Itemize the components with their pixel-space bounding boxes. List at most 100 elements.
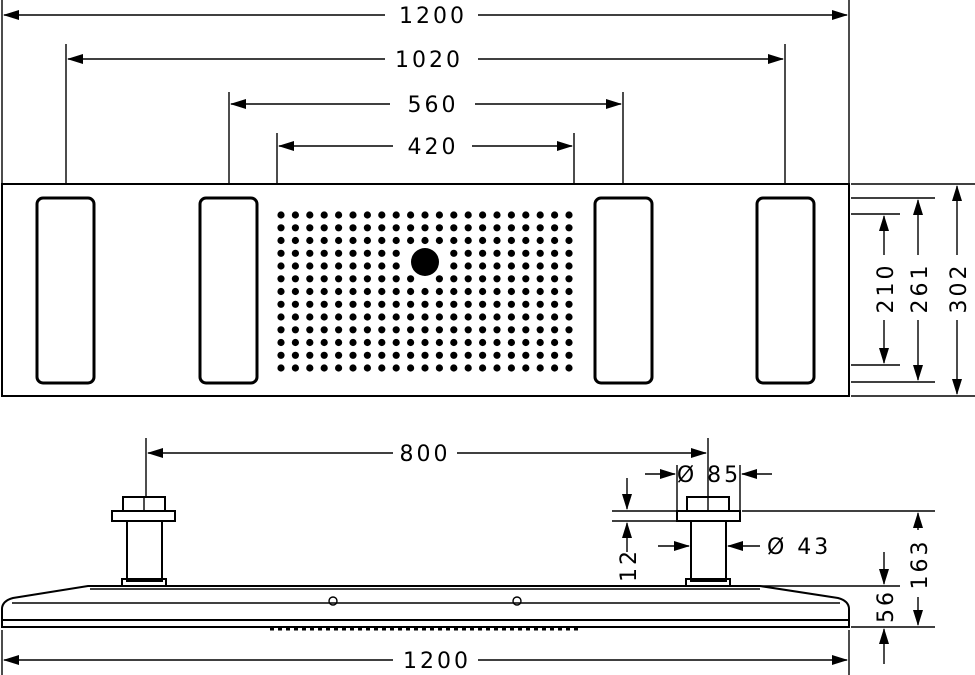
spray-nozzle — [363, 300, 371, 308]
spray-nozzle — [479, 275, 487, 283]
dim-arm-spacing: 800 — [400, 442, 451, 467]
spray-nozzle — [306, 275, 314, 283]
spray-nozzle — [435, 224, 443, 232]
spray-nozzle — [551, 262, 559, 270]
dim-flange-diameter: Ø 85 — [677, 463, 741, 488]
shower-body-outline — [1, 183, 850, 397]
spray-nozzle — [306, 262, 314, 270]
shower-body-side — [1, 585, 850, 628]
spray-nozzle — [363, 287, 371, 296]
spray-nozzle — [392, 326, 400, 334]
spray-nozzle — [407, 313, 415, 321]
spray-nozzle — [536, 351, 544, 359]
spray-nozzle — [479, 249, 487, 257]
spray-nozzle — [277, 287, 285, 296]
spray-nozzle — [407, 224, 415, 232]
spray-nozzle — [349, 262, 357, 270]
spray-nozzle — [407, 338, 415, 347]
spray-nozzle — [450, 300, 458, 308]
spray-nozzle — [493, 300, 501, 308]
spray-nozzle — [392, 275, 400, 283]
spray-nozzle — [349, 224, 357, 232]
spray-nozzle — [493, 326, 501, 334]
spray-nozzle — [320, 313, 328, 321]
spray-nozzle — [450, 236, 458, 245]
spray-nozzle — [291, 326, 299, 334]
spray-nozzle — [291, 224, 299, 232]
spray-nozzle — [464, 300, 472, 308]
spray-nozzle — [551, 351, 559, 359]
spray-nozzle — [407, 364, 415, 372]
spray-nozzle — [363, 262, 371, 270]
spray-nozzle — [335, 262, 343, 270]
spray-nozzle — [291, 275, 299, 283]
spray-nozzle — [536, 300, 544, 308]
spray-nozzle — [277, 338, 285, 347]
spray-nozzle — [565, 249, 573, 257]
spray-nozzle — [565, 338, 573, 347]
spray-nozzle — [464, 364, 472, 372]
spray-nozzle — [536, 211, 544, 219]
spray-nozzle — [320, 287, 328, 296]
spray-nozzle — [277, 249, 285, 257]
spray-nozzle — [551, 224, 559, 232]
spray-nozzle — [363, 351, 371, 359]
spray-nozzle — [493, 224, 501, 232]
spray-nozzle — [349, 313, 357, 321]
spray-nozzle — [349, 364, 357, 372]
spray-nozzle — [464, 313, 472, 321]
light-panel-outer-right — [755, 196, 816, 385]
spray-nozzle — [277, 326, 285, 334]
spray-nozzle — [435, 364, 443, 372]
spray-nozzle — [565, 326, 573, 334]
spray-nozzle — [378, 287, 386, 296]
spray-nozzle — [421, 211, 429, 219]
dim-total-height: 163 — [908, 539, 933, 590]
spray-nozzle — [335, 287, 343, 296]
spray-nozzle — [306, 287, 314, 296]
spray-nozzle — [277, 236, 285, 245]
spray-nozzle — [378, 275, 386, 283]
spray-nozzle — [464, 351, 472, 359]
spray-nozzle — [435, 326, 443, 334]
spray-nozzle — [407, 351, 415, 359]
spray-nozzle — [335, 338, 343, 347]
ceiling-arm-left — [111, 496, 176, 587]
dim-spray-field: 420 — [408, 135, 459, 160]
spray-nozzle — [277, 364, 285, 372]
spray-nozzle — [551, 326, 559, 334]
spray-nozzle — [565, 211, 573, 219]
spray-nozzle — [450, 287, 458, 296]
spray-nozzle — [435, 211, 443, 219]
dim-height-mid: 261 — [908, 263, 933, 314]
spray-nozzle — [565, 364, 573, 372]
spray-nozzle — [464, 326, 472, 334]
spray-nozzle — [507, 262, 515, 270]
spray-nozzle — [392, 262, 400, 270]
spray-nozzle — [479, 351, 487, 359]
spray-nozzle — [363, 313, 371, 321]
spray-nozzle — [464, 275, 472, 283]
spray-nozzle — [522, 326, 530, 334]
spray-nozzle — [522, 236, 530, 245]
spray-nozzle — [277, 300, 285, 308]
spray-nozzle — [407, 287, 415, 296]
spray-nozzle — [450, 313, 458, 321]
spray-nozzle — [435, 287, 443, 296]
spray-nozzle — [363, 364, 371, 372]
spray-nozzle — [335, 351, 343, 359]
spray-nozzle — [378, 313, 386, 321]
spray-nozzle — [551, 275, 559, 283]
spray-nozzle — [306, 211, 314, 219]
spray-nozzle — [522, 287, 530, 296]
ceiling-arm-right — [676, 496, 741, 587]
spray-nozzle — [392, 224, 400, 232]
spray-nozzle — [306, 236, 314, 245]
dim-body-height: 56 — [874, 589, 899, 623]
spray-nozzle — [392, 338, 400, 347]
spray-nozzle — [378, 224, 386, 232]
spray-nozzle — [479, 364, 487, 372]
spray-nozzle — [551, 313, 559, 321]
spray-nozzle — [421, 236, 429, 245]
spray-nozzle — [479, 262, 487, 270]
